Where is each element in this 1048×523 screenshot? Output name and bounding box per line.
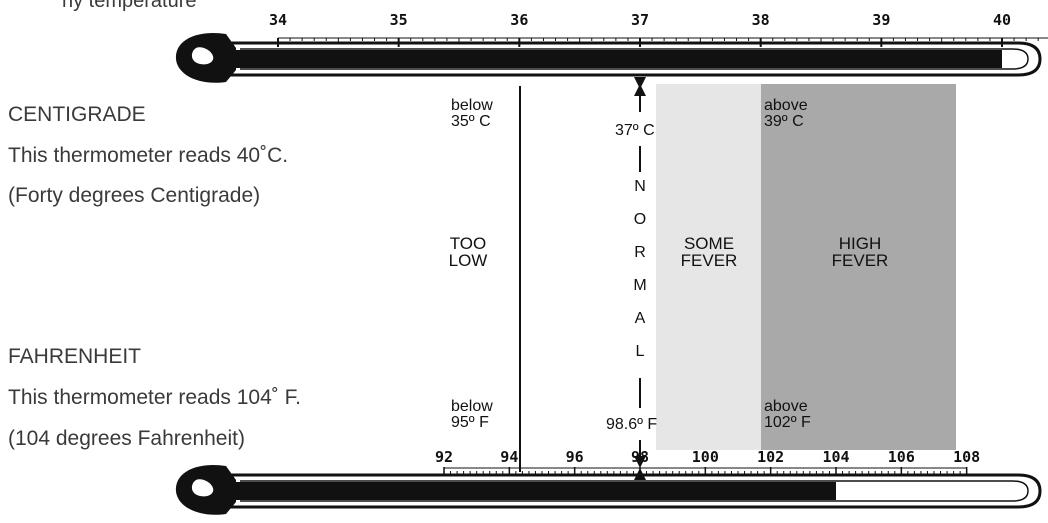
fahrenheit-heading: FAHRENHEIT xyxy=(8,345,142,368)
fahrenheit-tick-label: 94 xyxy=(500,448,518,466)
celsius-tick-label: 35 xyxy=(390,11,408,29)
celsius-ticks xyxy=(277,37,1048,47)
centigrade-reading: This thermometer reads 40˚C. xyxy=(8,144,289,167)
celsius-tick-label: 39 xyxy=(872,11,890,29)
too-low-fahrenheit: below 95º F xyxy=(451,398,493,431)
normal-celsius: 37º C xyxy=(615,122,655,139)
normal-fahrenheit: 98.6º F xyxy=(606,416,658,433)
some-fever-zone xyxy=(656,84,761,450)
normal-letter: O xyxy=(633,211,647,228)
celsius-tick-label: 40 xyxy=(993,11,1011,29)
fahrenheit-mercury-column xyxy=(210,482,836,500)
celsius-mercury-column xyxy=(210,50,1002,68)
too-low-label: TOO LOW xyxy=(448,234,488,270)
celsius-normal-marker xyxy=(634,77,646,89)
fahrenheit-tick-label: 102 xyxy=(757,448,784,466)
normal-letter: M xyxy=(633,277,647,294)
fahrenheit-tick-label: 92 xyxy=(435,448,453,466)
fahrenheit-tick-label: 108 xyxy=(953,448,980,466)
normal-letter: A xyxy=(634,310,646,327)
fahrenheit-normal-marker xyxy=(634,468,646,480)
fahrenheit-reading: This thermometer reads 104˚ F. xyxy=(8,386,301,409)
high-fever-celsius: above 39º C xyxy=(764,97,808,130)
centigrade-reading-words: (Forty degrees Centigrade) xyxy=(8,184,261,207)
some-fever-label: SOME FEVER xyxy=(680,234,738,270)
fahrenheit-tick-label: 96 xyxy=(566,448,584,466)
fahrenheit-reading-words: (104 degrees Fahrenheit) xyxy=(8,427,245,450)
celsius-tick-label: 36 xyxy=(510,11,528,29)
celsius-thermometer: 343536373839404142 xyxy=(175,11,1048,89)
normal-letter: R xyxy=(634,244,646,261)
too-low-celsius: below 35º C xyxy=(451,97,493,130)
fahrenheit-tick-label: 106 xyxy=(888,448,915,466)
high-fever-fahrenheit: above 102º F xyxy=(764,398,811,431)
celsius-tick-label: 34 xyxy=(269,11,287,29)
high-fever-zone xyxy=(761,84,956,450)
normal-letter: L xyxy=(635,343,645,360)
normal-arrow xyxy=(634,84,646,468)
fahrenheit-thermometer: 92949698100102104106108 xyxy=(175,448,1042,515)
fahrenheit-ticks xyxy=(443,467,968,475)
centigrade-heading: CENTIGRADE xyxy=(8,103,146,126)
partial-top-text: ny temperature xyxy=(62,0,197,12)
fahrenheit-tick-label: 100 xyxy=(692,448,719,466)
celsius-tick-label: 38 xyxy=(752,11,770,29)
high-fever-label: HIGH FEVER xyxy=(831,234,889,270)
celsius-tick-label: 37 xyxy=(631,11,649,29)
normal-letter: N xyxy=(634,178,646,195)
fahrenheit-tick-label: 104 xyxy=(822,448,849,466)
